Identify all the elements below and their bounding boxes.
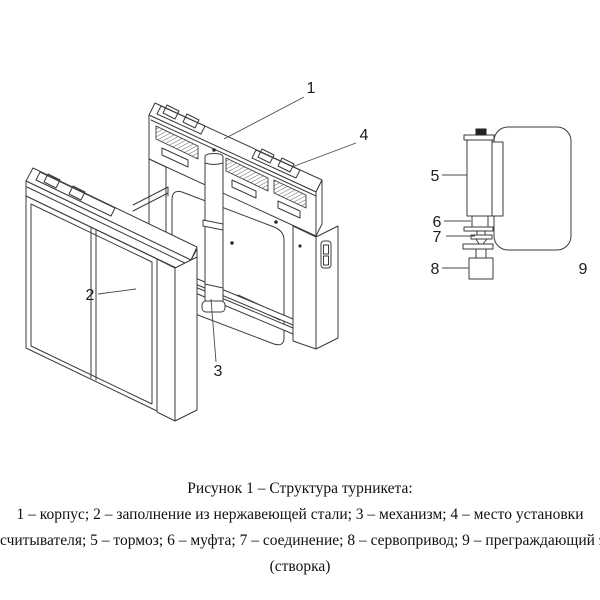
leader-line-3 — [211, 299, 216, 362]
rear-bar-rim-line — [151, 120, 316, 196]
callout-7: 7 — [433, 229, 442, 246]
connecting-edge — [133, 193, 168, 211]
turnstile-diagram-svg: 1 2 3 4 5 6 7 8 9 — [0, 80, 588, 475]
caption-line-4: (створка) — [269, 558, 331, 575]
front-bar-rim-line — [27, 187, 191, 266]
drive-assembly-detail — [463, 127, 571, 279]
front-post-side — [175, 257, 197, 421]
column-cap-line — [205, 163, 223, 165]
leaf-panel — [494, 127, 571, 250]
reader-outline — [36, 172, 115, 216]
leader-line-1 — [224, 97, 304, 139]
servo-body — [469, 258, 493, 279]
inner-panel-outline — [172, 191, 284, 344]
callout-3: 3 — [214, 363, 223, 380]
column-flange — [203, 220, 223, 230]
servo-neck — [476, 249, 486, 258]
caption-title: Рисунок 1 – Структура турникета: — [187, 480, 413, 497]
callout-1: 1 — [307, 80, 316, 97]
rear-right-column-side — [316, 226, 338, 349]
panel-rivet-dot — [274, 220, 278, 224]
reader-window — [44, 174, 60, 188]
rear-bar-end-cap — [316, 180, 322, 236]
vent-slot-hatched — [274, 180, 306, 208]
vent-slot-plain — [232, 180, 256, 198]
button-cell — [324, 256, 329, 265]
vent-slot-plain — [278, 201, 300, 218]
reader-window — [258, 149, 274, 163]
callout-6: 6 — [433, 214, 442, 231]
callout-4: 4 — [360, 127, 369, 144]
column-rivet-dot — [298, 244, 302, 248]
column-joint-line — [205, 284, 223, 288]
side-button-panel — [321, 241, 331, 268]
column-base-cap — [202, 301, 225, 312]
coupling-taper — [476, 239, 487, 244]
clutch-plate — [464, 227, 493, 231]
callout-5: 5 — [431, 168, 440, 185]
callout-9: 9 — [579, 261, 588, 278]
figure-drawing: 1 2 3 4 5 6 7 8 9 — [0, 80, 588, 475]
coupling-stem — [477, 231, 485, 235]
top-plate — [464, 135, 494, 140]
brake-body — [467, 139, 492, 216]
callout-2: 2 — [86, 287, 95, 304]
clutch-body — [472, 216, 488, 227]
front-post-front — [157, 259, 175, 421]
infill-panel-inset — [31, 204, 152, 404]
connection-coupling — [471, 231, 492, 244]
callouts: 1 2 3 4 5 6 7 8 9 — [86, 80, 588, 380]
vent-slot-hatched — [226, 158, 268, 191]
reader-window — [183, 114, 199, 128]
button-cell — [324, 245, 329, 254]
reader-window — [69, 186, 85, 200]
front-cabinet — [26, 168, 197, 421]
leader-line-4 — [292, 143, 356, 167]
mechanism-column — [202, 154, 225, 313]
caption-line-3: считывателя; 5 – тормоз; 6 – муфта; 7 – … — [0, 532, 600, 549]
leader-line-2 — [98, 289, 136, 294]
button-panel-outline — [321, 241, 331, 268]
top-cap — [476, 129, 486, 135]
caption-line-2: 1 – корпус; 2 – заполнение из нержавеюще… — [16, 506, 584, 523]
callout-8: 8 — [431, 261, 440, 278]
reader-window — [163, 105, 179, 119]
rear-right-column-front — [293, 226, 316, 349]
reader-recess-right — [252, 149, 300, 178]
vent-slots — [156, 126, 306, 218]
connecting-edge — [133, 187, 168, 205]
panel-rivet-dot — [230, 241, 234, 245]
reader-recess-front — [36, 172, 115, 216]
figure-caption: Рисунок 1 – Структура турникета: 1 – кор… — [0, 476, 600, 580]
vent-slot-plain — [162, 148, 188, 167]
vent-slot-hatched — [156, 126, 198, 159]
reader-outline — [252, 150, 300, 178]
reader-recess-left — [157, 105, 205, 134]
reader-window — [278, 158, 294, 172]
servo-plate — [463, 244, 493, 249]
lane-connecting-panel — [133, 187, 168, 211]
reader-outline — [157, 106, 205, 134]
bar-rivet-dot — [212, 148, 216, 152]
